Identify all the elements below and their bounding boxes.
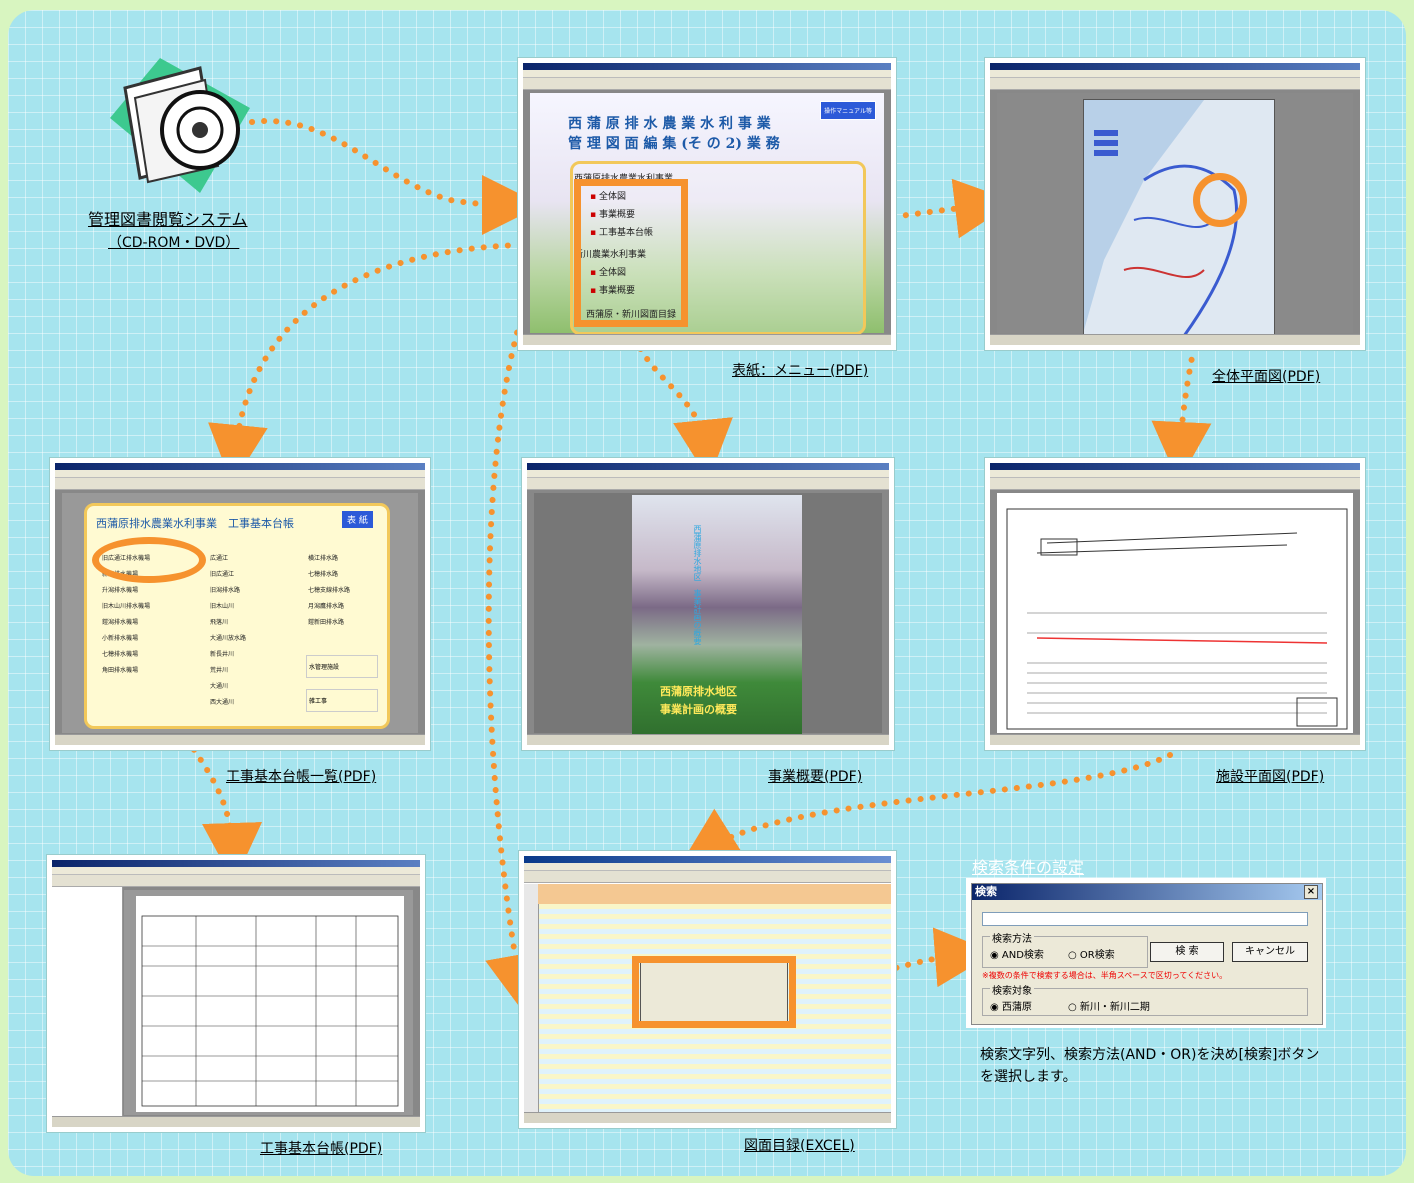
caption-ledger-list: 工事基本台帳一覧(PDF) xyxy=(226,769,377,785)
project-summary-screenshot: 西蒲原排水地区 事業計画の概要 西蒲原排水地区 事業計画の概要 xyxy=(522,458,894,750)
ledger-col-3: 横江排水路七穂排水路七穂支線排水路月潟鷹排水路鎧新田排水路 xyxy=(308,555,351,626)
ledger-form xyxy=(136,896,404,1112)
search-dialog: 検索 × 検索方法 ◉ AND検索 ○ OR検索 検 索 キャンセル ※複数の条… xyxy=(966,878,1326,1028)
connector-cover-to-ledgerlist xyxy=(208,242,523,485)
search-target-legend: 検索対象 xyxy=(990,982,1034,997)
cd-system-media: （CD-ROM・DVD） xyxy=(108,235,240,251)
search-method-group xyxy=(982,936,1148,968)
highlight-box xyxy=(574,179,688,327)
connector-cd-to-cover xyxy=(249,118,542,235)
ledger-col-2: 広通江旧広通江旧潟排水路旧木山川飛落川 大通川放水路新長井川荒井川大通川西大通川 xyxy=(210,555,247,706)
ledger-list-badge[interactable]: 表 紙 xyxy=(342,511,373,528)
cover-title-2: 管 理 図 面 編 集 (そ の 2) 業 務 xyxy=(568,136,780,152)
manual-button[interactable]: 操作マニュアル等 xyxy=(820,101,876,120)
search-description: 検索文字列、検索方法(AND・OR)を決め[検索]ボタンを選択します。 xyxy=(980,1047,1320,1085)
search-input[interactable] xyxy=(982,912,1308,926)
facility-drawing xyxy=(1006,508,1348,730)
and-radio[interactable]: ◉ AND検索 xyxy=(990,950,1044,961)
connector-facility-to-catalog xyxy=(679,752,1173,866)
cover-item-3[interactable]: ▪ 工事基本台帳 xyxy=(590,228,653,238)
cover-menu-box xyxy=(570,161,866,335)
search-target-group xyxy=(982,988,1308,1016)
search-dialog-titlebar: 検索 × xyxy=(972,884,1322,900)
search-method-legend: 検索方法 xyxy=(990,930,1034,945)
ledger-screenshot xyxy=(47,855,425,1132)
cover-footer[interactable]: 西蒲原・新川図面目録 xyxy=(586,310,677,320)
search-heading: 検索条件の設定 xyxy=(972,858,1085,877)
cover-section-2: 新川農業水利事業 xyxy=(574,250,647,260)
ledger-box-2: 雑工事 xyxy=(306,689,378,712)
cover-item-5[interactable]: ▪ 事業概要 xyxy=(590,286,635,296)
cancel-button[interactable]: キャンセル xyxy=(1232,942,1308,962)
caption-cover-menu: 表紙：メニュー(PDF) xyxy=(732,363,869,379)
facility-plan-screenshot xyxy=(985,458,1365,750)
highlight-ellipse xyxy=(92,537,206,583)
close-icon[interactable]: × xyxy=(1304,885,1318,899)
caption-ledger: 工事基本台帳(PDF) xyxy=(260,1141,383,1157)
overall-plan-screenshot xyxy=(985,58,1365,350)
search-note: ※複数の条件で検索する場合は、半角スペースで区切ってください。 xyxy=(982,971,1228,980)
search-button[interactable]: 検 索 xyxy=(1150,942,1224,962)
caption-drawing-catalog: 図面目録(EXCEL) xyxy=(744,1138,855,1154)
overall-map xyxy=(1083,99,1275,337)
ledger-list-screenshot: 西蒲原排水農業水利事業 工事基本台帳 表 紙 旧広通江排水機場新川排水機場升潟排… xyxy=(50,458,430,750)
cover-item-2[interactable]: ▪ 事業概要 xyxy=(590,210,635,220)
highlight-ring xyxy=(1193,173,1247,227)
cover-menu-screenshot: 西 蒲 原 排 水 農 業 水 利 事 業 管 理 図 面 編 集 (そ の 2… xyxy=(518,58,896,350)
ledger-list-title: 西蒲原排水農業水利事業 工事基本台帳 xyxy=(96,517,294,530)
cover-item-1[interactable]: ▪ 全体図 xyxy=(590,192,626,202)
cd-system-title: 管理図書閲覧システム xyxy=(88,210,248,229)
cd-icon xyxy=(100,48,256,198)
caption-overall-plan: 全体平面図(PDF) xyxy=(1212,369,1321,385)
cover-item-4[interactable]: ▪ 全体図 xyxy=(590,268,626,278)
target-radio-2[interactable]: ○ 新川・新川二期 xyxy=(1068,1002,1150,1013)
summary-cover: 西蒲原排水地区 事業計画の概要 西蒲原排水地区 事業計画の概要 xyxy=(632,495,802,745)
caption-project-summary: 事業概要(PDF) xyxy=(768,769,863,785)
ledger-box-1: 水管理施設 xyxy=(306,655,378,678)
target-radio-1[interactable]: ◉ 西蒲原 xyxy=(990,1002,1032,1013)
catalog-highlight-box xyxy=(632,956,796,1028)
or-radio[interactable]: ○ OR検索 xyxy=(1068,950,1115,961)
cover-title-1: 西 蒲 原 排 水 農 業 水 利 事 業 xyxy=(568,116,771,132)
caption-facility-plan: 施設平面図(PDF) xyxy=(1216,769,1325,785)
drawing-catalog-screenshot xyxy=(519,851,896,1128)
